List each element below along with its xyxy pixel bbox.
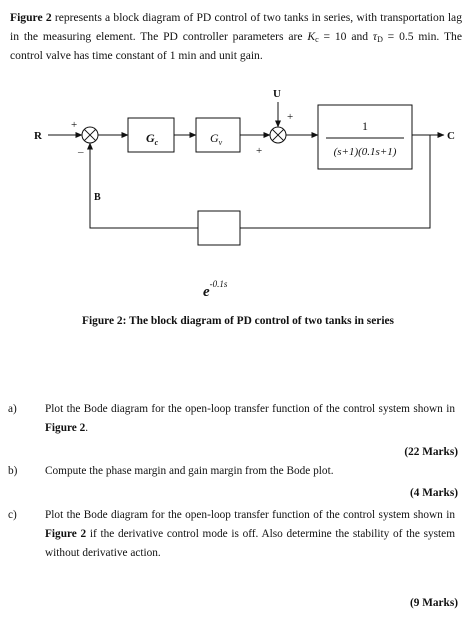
summing-junction-1 [81, 126, 99, 144]
process-denominator: (s+1)(0.1s+1) [334, 146, 397, 158]
kc-symbol: K [307, 30, 316, 43]
question-a-text: Plot the Bode diagram for the open-loop … [45, 403, 455, 434]
disturbance-label: U [273, 88, 281, 100]
question-a-label: a) [8, 403, 17, 415]
problem-statement: Figure 2 represents a block diagram of P… [10, 8, 462, 65]
kc-value: = 10 and [318, 30, 373, 43]
sum2-plus-sign-left: + [256, 145, 262, 157]
td-symbol: τ [372, 30, 378, 43]
process-numerator: 1 [362, 119, 368, 133]
question-c-text: Plot the Bode diagram for the open-loop … [45, 509, 455, 559]
feedback-return-line [240, 135, 431, 229]
feedback-label: B [94, 192, 101, 203]
kc-subscript: c [315, 35, 319, 44]
question-b-marks: (4 Marks) [409, 487, 458, 499]
question-b-text: Compute the phase margin and gain margin… [45, 465, 334, 477]
sum1-minus-sign: – [77, 146, 84, 158]
sum2-plus-sign-top: + [287, 111, 293, 123]
figure-caption: Figure 2: The block diagram of PD contro… [82, 315, 394, 327]
feedback-to-sum-line [87, 142, 198, 229]
block-diagram: R + Gc Gv + U + 1 (s+1)(0.1s+1) C B – e-… [34, 88, 455, 300]
valve-label: Gv [210, 131, 223, 147]
figure-reference: Figure 2 [10, 11, 52, 24]
process-block [317, 104, 413, 170]
question-a-figure-ref: Figure 2 [45, 422, 86, 434]
summing-junction-2 [269, 126, 287, 144]
output-label: C [447, 130, 455, 142]
question-c-marks: (9 Marks) [409, 597, 458, 609]
delay-expression: e-0.1s [203, 279, 228, 300]
input-label: R [34, 130, 43, 142]
td-value: = 0.5 min. The control valve has time co… [10, 30, 462, 62]
delay-block [197, 210, 241, 246]
intro-text-1: represents a block diagram of PD control… [10, 11, 462, 43]
question-c-label: c) [8, 509, 17, 521]
question-a-marks: (22 Marks) [404, 446, 458, 458]
td-subscript: D [377, 35, 383, 44]
controller-label: Gc [146, 131, 159, 147]
question-c-figure-ref: Figure 2 [45, 528, 87, 540]
question-b-label: b) [8, 465, 18, 477]
sum1-plus-sign: + [71, 119, 77, 131]
